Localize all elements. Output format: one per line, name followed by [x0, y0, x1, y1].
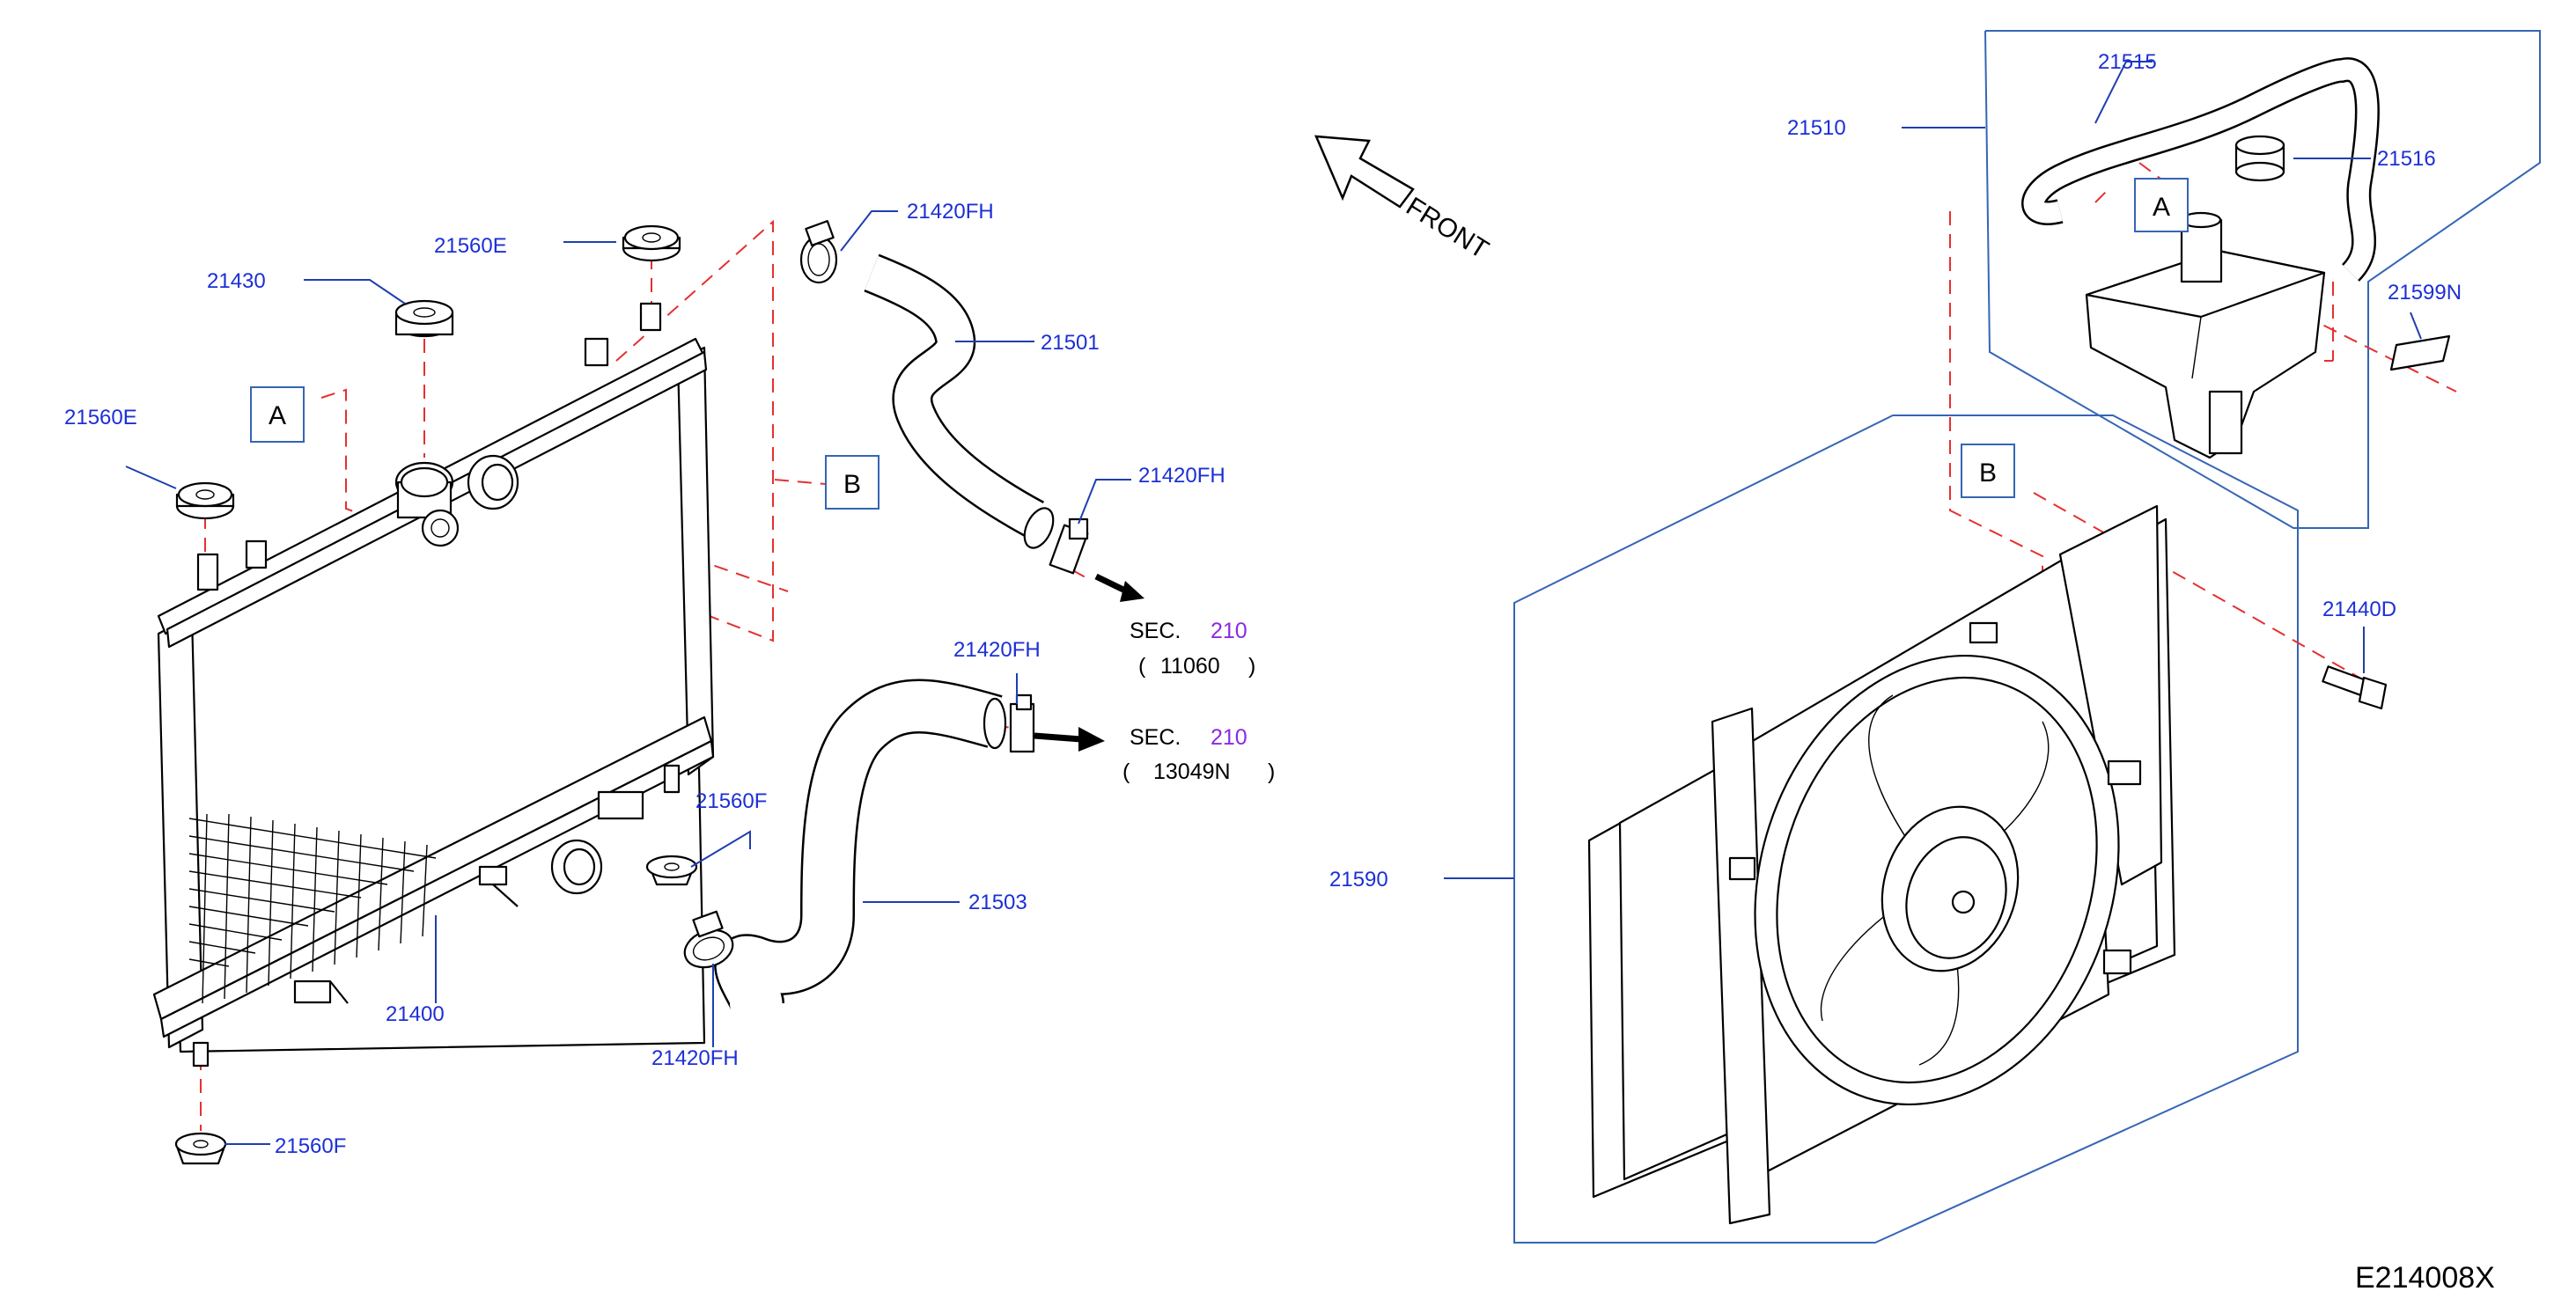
label-clamp-upper-bottom: 21420FH [1138, 464, 1225, 488]
svg-text:11060: 11060 [1160, 654, 1220, 679]
label-upper-hose: 21501 [1041, 331, 1100, 355]
ref-box-a-left: A [250, 386, 305, 443]
mount-upper-left [175, 481, 235, 520]
label-mount-lower-mid: 21560F [696, 789, 767, 813]
clamp-upper-top [799, 220, 838, 284]
reservoir-tank [2085, 211, 2326, 459]
label-clamp-lower-top: 21420FH [953, 638, 1041, 662]
clamp-upper-bottom [1049, 517, 1089, 575]
svg-text:210: 210 [1211, 619, 1248, 643]
label-fan-shroud: 21590 [1329, 868, 1388, 891]
label-mount-upper-right: 21560E [434, 234, 507, 258]
reservoir-frame [1902, 30, 2541, 529]
svg-text:(: ( [1122, 759, 1130, 784]
mount-lower-mid [645, 855, 698, 886]
label-reservoir-cap: 21516 [2377, 147, 2436, 171]
radiator-fins [188, 813, 437, 1004]
label-radiator: 21400 [386, 1002, 445, 1026]
svg-text:): ) [1248, 654, 1255, 679]
label-mount-upper-left: 21560E [64, 406, 137, 429]
lower-hose [714, 679, 1007, 1012]
reservoir-hose [2021, 57, 2380, 282]
upper-hose [864, 253, 1055, 549]
leader-lines [125, 61, 2422, 1145]
fan-shroud [1587, 504, 2176, 1225]
svg-text:B: B [843, 470, 861, 499]
section-ref-lower: SEC. 210 ( 13049N ) [1122, 725, 1275, 784]
ref-box-b-right: B [1961, 444, 2015, 498]
label-reservoir-assy: 21510 [1787, 116, 1846, 140]
lower-arrow [1034, 727, 1105, 752]
mount-upper-right [622, 224, 681, 262]
reservoir-label-sticker [2389, 334, 2451, 371]
ref-box-b-left: B [825, 455, 880, 510]
label-clamp-upper-top: 21420FH [907, 200, 994, 224]
svg-text:(: ( [1138, 654, 1146, 679]
svg-text:210: 210 [1211, 725, 1248, 750]
svg-text:): ) [1268, 759, 1275, 784]
svg-text:SEC.: SEC. [1130, 725, 1181, 750]
front-direction-label: FRONT [1401, 192, 1493, 265]
label-mount-lower-left: 21560F [275, 1134, 346, 1158]
label-lower-hose: 21503 [968, 891, 1027, 914]
svg-text:SEC.: SEC. [1130, 619, 1181, 643]
label-bolt: 21440D [2322, 598, 2396, 621]
svg-text:B: B [1979, 459, 1997, 488]
svg-text:A: A [2153, 193, 2170, 222]
radiator-cap [394, 299, 454, 338]
label-radiator-cap: 21430 [207, 269, 266, 293]
radiator [152, 302, 715, 1068]
clamp-lower-top [1009, 693, 1035, 753]
fan-shroud-frame [1444, 415, 2299, 1244]
upper-arrow [1094, 573, 1144, 602]
section-ref-upper: SEC. 210 ( 11060 ) [1130, 619, 1255, 679]
label-reservoir-sticker: 21599N [2388, 281, 2462, 304]
label-clamp-lower-bottom: 21420FH [651, 1046, 739, 1070]
reservoir-cap [2234, 135, 2285, 182]
label-reservoir-hose: 21515 [2098, 50, 2157, 74]
bolt [2322, 665, 2388, 710]
mount-lower-left [174, 1132, 227, 1165]
diagram-code: E214008X [2355, 1261, 2495, 1295]
svg-text:A: A [269, 401, 286, 430]
ref-box-a-right: A [2134, 178, 2189, 232]
clamp-lower-bottom [683, 910, 734, 969]
front-arrow-icon [1314, 135, 1415, 209]
part-labels: 21430 21560E 21560E 21420FH 21501 21420F… [64, 50, 2462, 1158]
svg-text:13049N: 13049N [1153, 759, 1231, 784]
